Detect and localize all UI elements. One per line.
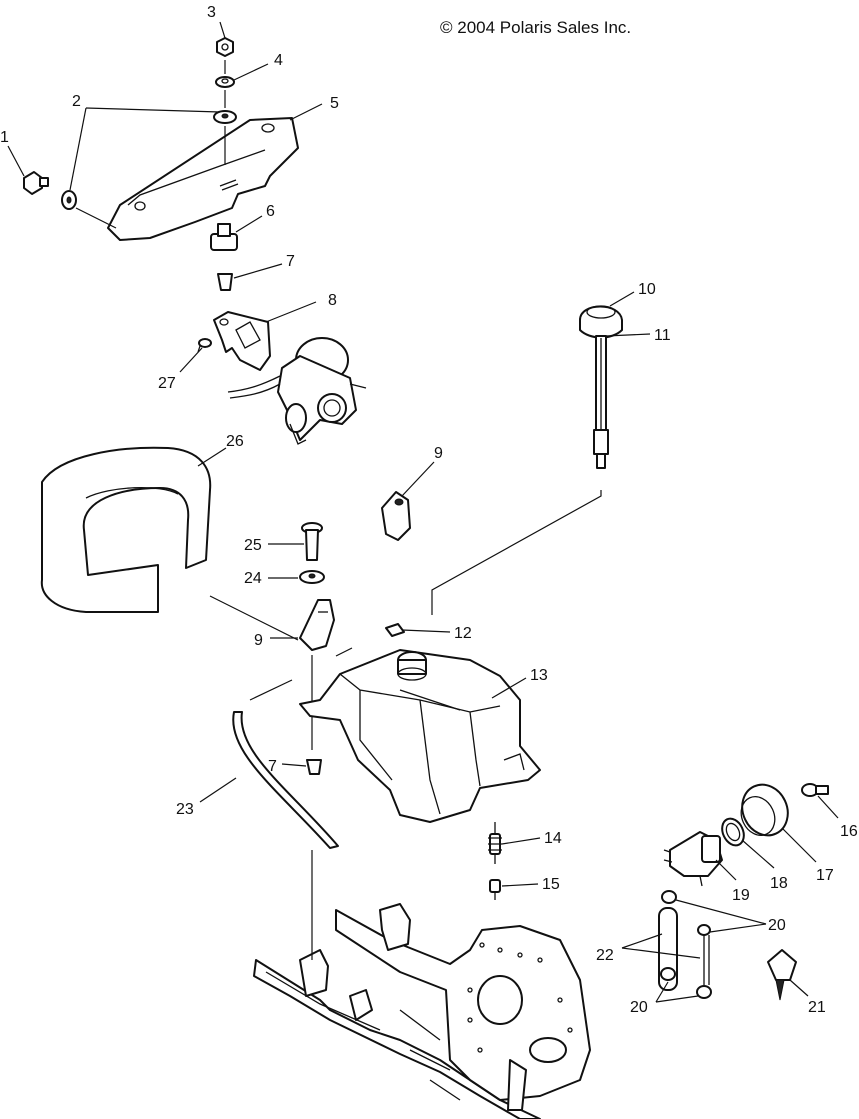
callout-12: 12 <box>454 625 472 642</box>
callout-11: 11 <box>654 327 671 344</box>
part-pump-screw <box>801 783 829 797</box>
callout-3: 3 <box>207 4 216 21</box>
callout-labels: 1 2 3 4 5 6 7 8 27 26 9 10 11 25 24 9 12… <box>0 4 858 1016</box>
callout-25: 25 <box>244 537 262 554</box>
part-foam-pad <box>40 446 212 613</box>
callout-16: 16 <box>840 823 858 840</box>
callout-leaders <box>7 21 839 1003</box>
part-clip-upper <box>381 491 411 541</box>
callout-24: 24 <box>244 570 262 587</box>
callout-4: 4 <box>274 52 283 69</box>
part-fitting <box>489 879 501 900</box>
part-flat-washer <box>299 570 325 584</box>
part-fuel-pump <box>663 831 723 887</box>
part-vent-hose <box>232 711 339 849</box>
callout-27: 27 <box>158 375 176 392</box>
part-clamp <box>767 949 797 1001</box>
callout-5: 5 <box>330 95 339 112</box>
part-pump-cover <box>740 783 789 837</box>
callout-20-upper: 20 <box>768 917 786 934</box>
part-grommet <box>217 273 233 291</box>
callout-17: 17 <box>816 867 834 884</box>
callout-2: 2 <box>72 93 81 110</box>
part-fuel-tank <box>299 649 541 823</box>
callout-8: 8 <box>328 292 337 309</box>
callout-21: 21 <box>808 999 826 1016</box>
callout-6: 6 <box>266 203 275 220</box>
part-frame <box>253 903 591 1119</box>
part-hose-caps <box>658 890 712 999</box>
callout-9-lower: 9 <box>254 632 263 649</box>
part-rubber-mount <box>210 223 238 251</box>
part-nut <box>216 37 234 57</box>
callout-14: 14 <box>544 830 562 847</box>
callout-10: 10 <box>638 281 656 298</box>
callout-19: 19 <box>732 887 750 904</box>
callout-7-lower: 7 <box>268 758 277 775</box>
part-screw <box>197 338 212 353</box>
callout-15: 15 <box>542 876 560 893</box>
callout-20-lower: 20 <box>630 999 648 1016</box>
part-clip-lower <box>299 599 335 651</box>
callout-9-upper: 9 <box>434 445 443 462</box>
callout-18: 18 <box>770 875 788 892</box>
part-bolt-long <box>301 522 323 561</box>
part-small-clip <box>385 623 405 637</box>
part-fuel-cap-gauge <box>579 305 623 469</box>
copyright-notice: © 2004 Polaris Sales Inc. <box>440 18 632 37</box>
part-mounting-bracket <box>107 117 299 241</box>
part-bolt <box>23 171 49 195</box>
part-washer <box>61 110 237 210</box>
callout-23: 23 <box>176 801 194 818</box>
part-fuel-filter <box>488 822 502 864</box>
part-grommet-lower <box>306 759 322 775</box>
callout-26: 26 <box>226 433 244 450</box>
part-lock-washer <box>215 76 235 88</box>
callout-22: 22 <box>596 947 614 964</box>
part-carburetor-assembly <box>213 311 367 445</box>
part-gasket <box>721 817 745 847</box>
callout-7-upper: 7 <box>286 253 295 270</box>
callout-13: 13 <box>530 667 548 684</box>
callout-1: 1 <box>0 129 9 146</box>
